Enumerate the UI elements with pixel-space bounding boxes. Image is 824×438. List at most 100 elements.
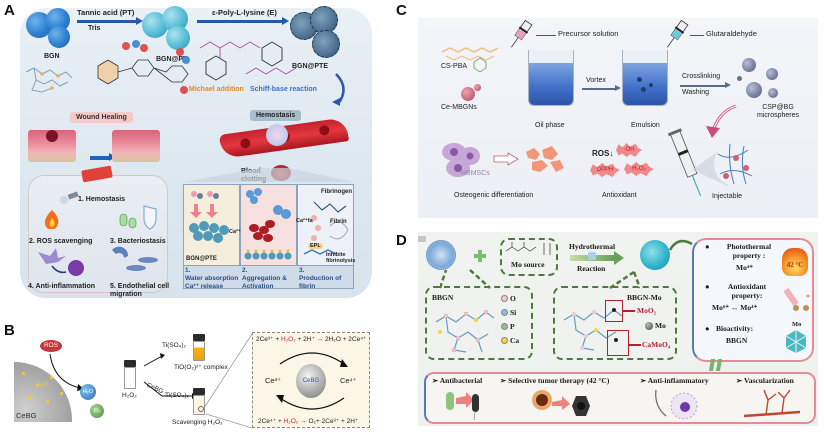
water-absorption-icon bbox=[189, 191, 229, 243]
ce-mbgns-label: Ce-MBGNs bbox=[441, 104, 477, 111]
product-label: CSP@BG microspheres bbox=[756, 104, 799, 120]
osteoblast-cells-icon bbox=[526, 146, 564, 172]
bgn-pte-label: BGN@PTE bbox=[292, 63, 328, 70]
cebg-label: CeBG bbox=[16, 411, 37, 420]
property-1-bullet: ● bbox=[705, 242, 710, 251]
mo-atom-swatch bbox=[645, 322, 653, 330]
crosslinking-arrow bbox=[680, 82, 731, 88]
zoom-trapezoid bbox=[184, 168, 354, 182]
step1-arrow bbox=[77, 17, 143, 25]
eq-top-part2: + 2H⁺ → 2H₂O + 2Ce⁴⁺ bbox=[295, 336, 367, 343]
h2o2-vial-label: H₂O₂ bbox=[122, 392, 137, 399]
property-2-title: Antioxidant property: bbox=[727, 282, 767, 300]
glutaraldehyde-label: Glutaraldehyde bbox=[706, 29, 757, 38]
emulsion-beaker bbox=[622, 50, 668, 106]
bgn-pt-label: BGN@PT bbox=[156, 56, 188, 63]
moo2-highlight-box bbox=[605, 300, 623, 322]
polylysine-label: ε-Poly-L-lysine (E) bbox=[212, 8, 277, 17]
wound-healing-box bbox=[28, 175, 168, 293]
epl-label: EPL bbox=[308, 243, 323, 250]
endothelial-cell-icon bbox=[112, 246, 158, 271]
camoo4-highlight-box bbox=[607, 330, 629, 356]
corner-marker bbox=[418, 236, 426, 242]
hemostasis-caption-strip bbox=[183, 265, 354, 289]
bbgn-mo-network-icon bbox=[563, 308, 623, 351]
schiff-base-label: Schiff-base reaction bbox=[250, 86, 317, 93]
autoclave-icon bbox=[588, 252, 596, 260]
curved-arrow-icon bbox=[332, 73, 345, 106]
fibrin-network-icon bbox=[303, 201, 349, 255]
mo-source-box bbox=[500, 238, 558, 276]
panel-c-letter: C bbox=[396, 2, 407, 19]
scavenging-vial-cap bbox=[193, 388, 205, 395]
ros-badge: ROS bbox=[40, 340, 62, 352]
mo-source-label: Mo source bbox=[511, 260, 545, 269]
bbgn-sphere bbox=[426, 240, 456, 270]
hemostasis-tag: Hemostasis bbox=[250, 110, 302, 121]
zoom-lines bbox=[203, 333, 253, 429]
connector-arc-icon bbox=[668, 239, 693, 251]
anti-inflammatory-icon bbox=[655, 389, 698, 420]
hydrothermal-arrow-head bbox=[614, 251, 624, 265]
fire-icon bbox=[44, 210, 59, 230]
microsphere bbox=[768, 88, 778, 98]
eq-top-h2o2: H₂O₂ bbox=[280, 336, 296, 343]
panel-c-background bbox=[418, 18, 818, 218]
injectable-label: Injectable bbox=[712, 193, 742, 200]
microsphere bbox=[737, 76, 742, 81]
mo-atom-label: Mo bbox=[655, 321, 666, 330]
temperature-flame-icon: 42 °C bbox=[782, 248, 808, 276]
microsphere bbox=[746, 82, 762, 98]
washing-label: Washing bbox=[682, 89, 709, 96]
hydrogel-network-icon bbox=[692, 142, 758, 186]
bgn-pte-sphere bbox=[312, 30, 340, 58]
wh-item-5: 5. Endothelial cell migration bbox=[110, 283, 170, 299]
eq-bot-h2o2: H₂O₂ bbox=[283, 418, 299, 425]
redox-cycle-arrows-icon bbox=[276, 352, 348, 410]
oil-phase-liquid bbox=[529, 63, 573, 105]
wh-item-4: 4. Anti-inflammation bbox=[28, 283, 96, 290]
step-1-num: 1. bbox=[185, 267, 191, 274]
step1-ca-label: Ca²⁺ bbox=[229, 229, 241, 235]
complex-label: TiO(O₂)²⁺ complex bbox=[174, 364, 228, 371]
tumor-therapy-icon bbox=[532, 390, 590, 416]
bbgn-detail-box bbox=[425, 286, 533, 360]
ce-mbgns-small-sphere bbox=[474, 84, 481, 91]
bbgn-detail-label: BBGN bbox=[432, 293, 454, 302]
precursor-leader-line bbox=[536, 35, 556, 36]
bgn-pte-sphere bbox=[310, 6, 338, 34]
step-3-num: 3. bbox=[299, 267, 305, 274]
bgn-sphere bbox=[48, 26, 70, 48]
ce4-label: Ce⁴⁺ bbox=[340, 376, 357, 385]
spray-icon bbox=[60, 191, 79, 204]
equation-top: 2Ce³⁺ + H₂O₂ + 2H⁺ → 2H₂O + 2Ce⁴⁺ bbox=[256, 336, 366, 343]
bgn-network-icon bbox=[25, 67, 73, 93]
camoo4-arrow bbox=[629, 344, 641, 346]
step-3-text: Production of fibrin bbox=[299, 274, 342, 290]
osteogenic-label: Osteogenic differentiation bbox=[454, 192, 534, 199]
macrophage-icon bbox=[38, 248, 84, 276]
wound-healing-tag: Wound Healing bbox=[70, 112, 133, 123]
eq-bot-part2: → O₂+ 2Ce³⁺ + 2H⁺ bbox=[298, 418, 359, 425]
step1-bgn-pte-label: BGN@PTE bbox=[186, 256, 217, 262]
bbgn-network-icon bbox=[435, 309, 495, 353]
platelet-aggregation-icon bbox=[244, 188, 292, 260]
oil-phase-beaker bbox=[528, 50, 574, 106]
oil-phase-label: Oil phase bbox=[535, 122, 565, 129]
fibrin-label: Fibrin bbox=[330, 219, 347, 225]
step-2-num: 2. bbox=[242, 267, 248, 274]
bgn-label: BGN bbox=[44, 53, 60, 60]
antioxidant-spray-icon bbox=[784, 287, 810, 311]
step-3-caption: 3. Production of fibrin bbox=[299, 267, 353, 290]
panel-a-letter: A bbox=[4, 2, 15, 19]
atom-si-label: Si bbox=[510, 308, 517, 317]
antibacterial-icon bbox=[446, 392, 479, 421]
cs-pba-structure-icon bbox=[441, 47, 499, 72]
hydrothermal-label: Hydrothermal bbox=[569, 242, 616, 251]
step-2-text: Aggregation & Activation bbox=[242, 274, 287, 290]
ce3-label: Ce³⁺ bbox=[265, 376, 282, 385]
scavenging-vial bbox=[193, 395, 205, 415]
property-2-detail: Mo⁶⁺ ↔ Mo⁴⁺ bbox=[712, 303, 758, 312]
vascularization-icon bbox=[743, 389, 801, 418]
atom-o-label: O bbox=[510, 294, 516, 303]
